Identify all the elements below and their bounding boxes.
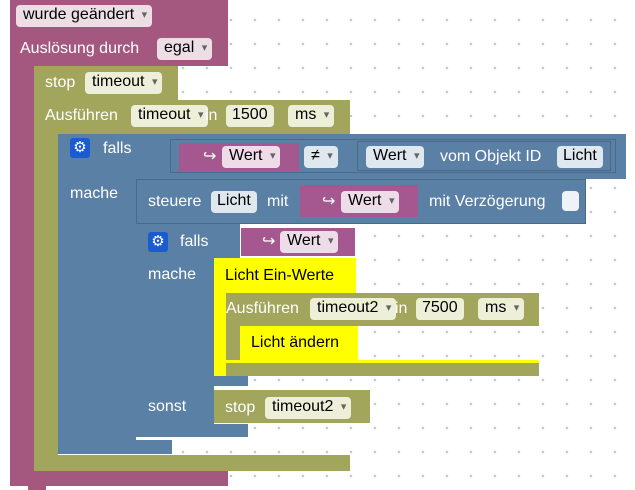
trigger-bottom-tab	[28, 484, 46, 490]
execute2-unit-dropdown[interactable]: ms	[478, 298, 525, 320]
comment-text-2: Licht ändern	[251, 334, 340, 351]
stop-timeout-dropdown[interactable]: timeout	[85, 72, 163, 94]
stop2-timeout-dropdown[interactable]: timeout2	[265, 397, 352, 419]
if-mache-label: mache	[70, 185, 119, 202]
if-block-inner-mid	[214, 374, 248, 386]
comment-block-licht-aendern[interactable]	[240, 326, 358, 360]
if2-sonst-label: sonst	[148, 398, 187, 415]
trigger-block-body	[10, 0, 34, 484]
gear-icon[interactable]: ⚙	[148, 232, 168, 252]
variable-dropdown-wert-3[interactable]: Wert	[280, 231, 339, 253]
control-label: steuere	[148, 193, 202, 210]
execute2-delay-field[interactable]: 7500	[416, 298, 464, 320]
variable-dropdown-wert-2[interactable]: Wert	[341, 191, 400, 213]
execute-timeout2-body	[226, 293, 240, 360]
object-id-field[interactable]: Licht	[557, 146, 603, 168]
event-dropdown[interactable]: wurde geändert	[16, 5, 153, 27]
if-block-outer-bottom	[58, 440, 172, 454]
if-block-inner-bottom	[136, 424, 248, 437]
execute2-in-label: in	[395, 300, 408, 317]
execute-timeout2-bottom	[226, 363, 539, 376]
execute-timeout-dropdown[interactable]: timeout	[131, 105, 209, 127]
if2-falls-label: falls	[180, 233, 209, 250]
execute-timeout-bottom	[34, 455, 350, 471]
caused-by-dropdown[interactable]: egal	[157, 38, 213, 60]
arrow-icon: ↪	[203, 148, 217, 165]
comment-text-1: Licht Ein-Werte	[225, 267, 335, 284]
if2-mache-label: mache	[148, 266, 197, 283]
execute2-timeout-dropdown[interactable]: timeout2	[310, 298, 397, 320]
caused-by-label: Auslösung durch	[20, 40, 140, 57]
variable-dropdown-wert-1[interactable]: Wert	[222, 146, 281, 168]
delay-checkbox[interactable]	[562, 191, 579, 211]
value-dropdown[interactable]: Wert	[366, 146, 425, 168]
comment-block-licht-ein-werte[interactable]	[214, 258, 356, 293]
control-with-label: mit	[267, 193, 289, 210]
execute-in-label: in	[205, 107, 218, 124]
control-delay-label: mit Verzögerung	[429, 193, 546, 210]
execute2-label: Ausführen	[226, 300, 299, 317]
gear-icon[interactable]: ⚙	[70, 138, 90, 158]
from-object-label: vom Objekt ID	[440, 148, 542, 165]
control-object-field[interactable]: Licht	[211, 191, 257, 213]
execute-unit-dropdown[interactable]: ms	[288, 105, 335, 127]
operator-dropdown[interactable]: ≠	[304, 146, 338, 168]
comment-block-body	[214, 258, 226, 376]
arrow-icon: ↪	[262, 233, 276, 250]
stop2-label: stop	[225, 399, 256, 416]
execute-label: Ausführen	[45, 107, 118, 124]
trigger-block-bottom	[10, 471, 228, 486]
if-block-inner-body	[136, 224, 214, 437]
if-falls-label: falls	[103, 140, 132, 157]
execute-delay-field[interactable]: 1500	[226, 105, 274, 127]
if-block-outer-body	[58, 134, 136, 454]
arrow-icon: ↪	[322, 193, 336, 210]
stop-label: stop	[45, 74, 76, 91]
execute-timeout-body	[34, 100, 58, 471]
